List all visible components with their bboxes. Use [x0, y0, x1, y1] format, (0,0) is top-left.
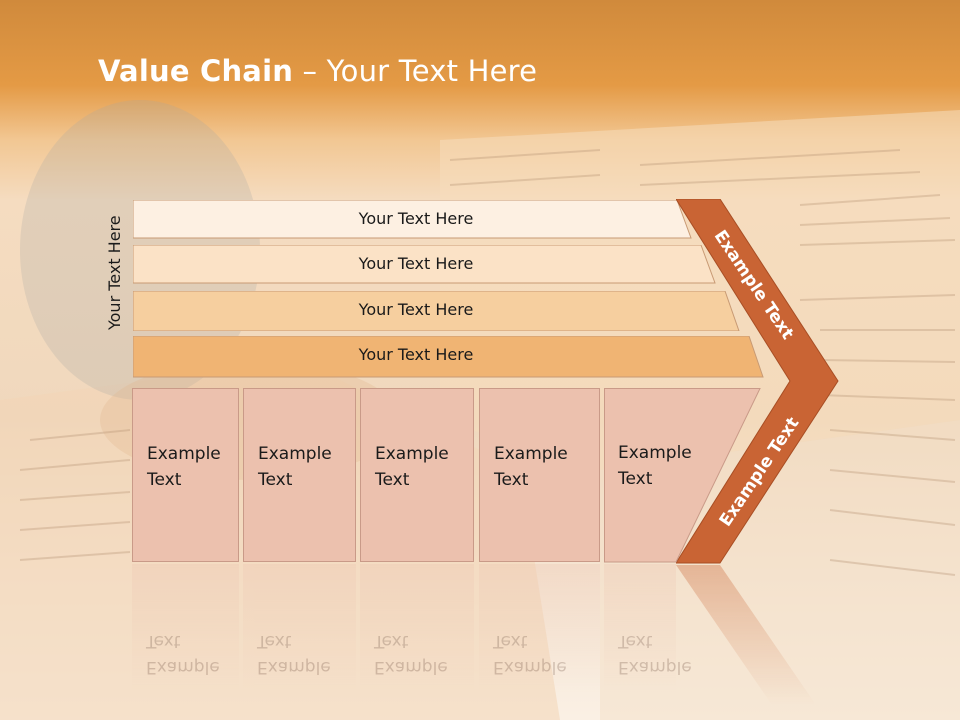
box-4-reflection-label: Example Text	[493, 631, 567, 677]
box-3-reflection-label: Example Text	[374, 631, 448, 677]
box-1-reflection-label: Example Text	[146, 631, 220, 677]
box-3-label: Example Text	[375, 444, 449, 490]
box-4-label: Example Text	[494, 444, 568, 490]
box-3: Example Text	[360, 388, 474, 562]
row-3-label: Your Text Here	[358, 300, 474, 319]
row-1-shape	[133, 200, 692, 239]
title-rest-part: – Your Text Here	[293, 54, 538, 88]
box-3-reflection: Example Text	[360, 564, 474, 694]
box-5-reflection-label: Example Text	[618, 631, 692, 677]
row-1-label: Your Text Here	[358, 209, 474, 228]
row-2-label: Your Text Here	[358, 254, 474, 273]
box-1-label: Example Text	[147, 444, 221, 490]
box-1-reflection: Example Text	[132, 564, 239, 694]
box-2-label: Example Text	[258, 444, 332, 490]
row-4-label: Your Text Here	[358, 345, 474, 364]
row-2-shape	[133, 245, 716, 284]
box-4-reflection: Example Text	[479, 564, 600, 694]
box-4: Example Text	[479, 388, 600, 562]
box-2-reflection: Example Text	[243, 564, 356, 694]
title-bold-part: Value Chain	[98, 54, 294, 88]
side-label: Your Text Here	[105, 215, 124, 330]
box-5-label: Example Text	[618, 443, 692, 489]
slide-title: Value Chain – Your Text Here	[98, 54, 537, 88]
box-2-reflection-label: Example Text	[257, 631, 331, 677]
row-3-shape	[133, 291, 740, 331]
box-2: Example Text	[243, 388, 356, 562]
box-5-reflection: Example Text	[604, 564, 692, 694]
row-4-shape	[133, 336, 764, 378]
chevron-reflection	[676, 565, 816, 705]
box-1: Example Text	[132, 388, 239, 562]
value-chevron	[676, 199, 839, 564]
box-5-shape	[604, 388, 761, 563]
